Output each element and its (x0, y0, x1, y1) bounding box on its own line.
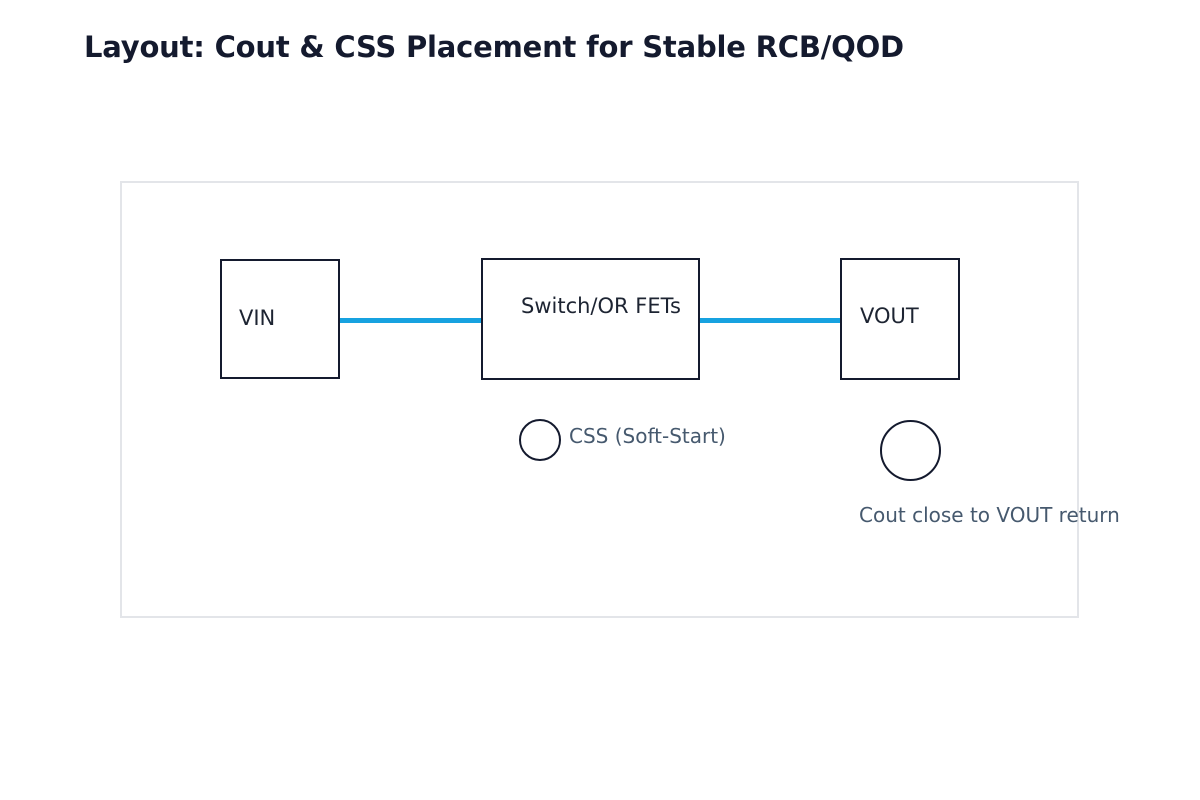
connector-switch-to-vout (698, 318, 842, 323)
diagram-panel (120, 181, 1079, 618)
block-switch-or-fets-label: Switch/OR FETs (521, 294, 681, 318)
cout-annotation-label: Cout close to VOUT return (859, 503, 1120, 527)
block-vout[interactable]: VOUT (840, 258, 960, 380)
css-annotation-label: CSS (Soft-Start) (569, 424, 726, 448)
block-switch-or-fets[interactable]: Switch/OR FETs (481, 258, 700, 380)
component-css-capacitor[interactable] (519, 419, 561, 461)
component-cout-capacitor[interactable] (880, 420, 941, 481)
connector-vin-to-switch (339, 318, 483, 323)
block-vin-label: VIN (239, 306, 276, 330)
block-vout-label: VOUT (860, 304, 919, 328)
block-vin[interactable]: VIN (220, 259, 340, 379)
page-title: Layout: Cout & CSS Placement for Stable … (84, 30, 904, 64)
